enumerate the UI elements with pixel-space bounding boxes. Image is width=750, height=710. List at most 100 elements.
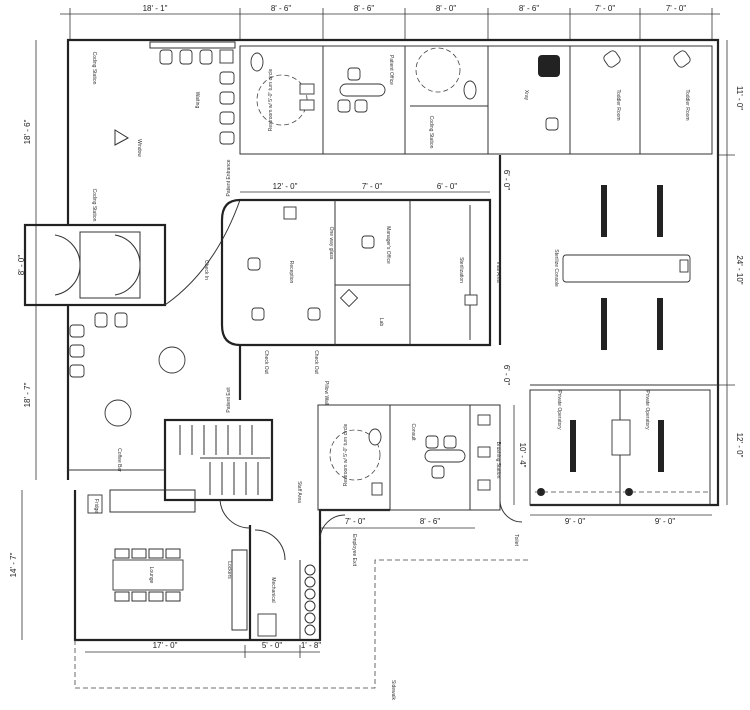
- room-label: Check In: [203, 260, 209, 280]
- top-dimensions: 18' - 1" 8' - 6" 8' - 6" 8' - 0" 8' - 6"…: [60, 4, 720, 40]
- sink-icon: [477, 446, 491, 458]
- chair-icon: [603, 50, 621, 68]
- room-label: Toddler Room: [615, 89, 621, 120]
- sink-icon: [477, 414, 491, 426]
- room-label: Lounge: [148, 567, 154, 584]
- dim-label: 24' - 10": [735, 255, 744, 284]
- dim-label: 9' - 0": [565, 517, 586, 526]
- dim-label: 8' - 6": [519, 4, 540, 13]
- chair-icon: [673, 50, 691, 68]
- dim-label: 6' - 0": [437, 182, 458, 191]
- middle-bottom-rooms: [68, 404, 501, 514]
- dim-label: 9' - 0": [655, 517, 676, 526]
- sink-icon: [299, 99, 315, 111]
- room-label: Check Out: [313, 350, 319, 374]
- reception-core: [220, 198, 492, 347]
- table-icon: [158, 346, 186, 374]
- room-label: Xray: [523, 90, 529, 101]
- room-label: Private Operatory: [644, 390, 650, 430]
- dim-label: 6' - 0": [502, 365, 511, 386]
- room-label: Lab: [378, 318, 384, 327]
- room-label: Patient Exit: [226, 387, 232, 413]
- chair-icon: [431, 465, 445, 479]
- room-label: Toddler Room: [684, 89, 690, 120]
- room-label: Staff Area: [296, 481, 302, 503]
- waiting-chairs: [69, 49, 235, 427]
- room-label: Lockers: [226, 561, 232, 579]
- dim-label: 8' - 0": [436, 4, 457, 13]
- room-label: Consult: [410, 424, 416, 442]
- vestibule: [54, 199, 241, 306]
- dim-label: 8' - 0": [17, 255, 26, 276]
- desk-icon: [339, 83, 386, 97]
- room-label: Fridge: [93, 499, 99, 513]
- dim-label: 8' - 6": [354, 4, 375, 13]
- dim-label: 10' - 4": [518, 443, 527, 468]
- dim-label: 17' - 0": [153, 641, 178, 650]
- xray-chair-icon: [538, 55, 560, 77]
- chair-icon: [247, 257, 261, 271]
- dim-label: 18' - 7": [23, 382, 32, 407]
- open-operatory: [529, 185, 718, 506]
- room-labels: Coding Station Waiting Window Coding Sta…: [91, 52, 690, 701]
- dim-label: 7' - 0": [666, 4, 687, 13]
- room-label: Employee Exit: [351, 534, 357, 567]
- room-label: Reception: [288, 261, 294, 284]
- room-label: Restroom w/ 5'-0" turn circle: [268, 69, 274, 132]
- chair-icon: [337, 99, 351, 113]
- room-label: Patient Office: [388, 55, 394, 85]
- room-label: Sterilization: [458, 257, 464, 283]
- dim-label: 7' - 0": [362, 182, 383, 191]
- chair-icon: [545, 117, 559, 131]
- fridge-icon: [87, 494, 103, 514]
- sink-icon: [371, 482, 383, 496]
- sterile-console: [562, 254, 691, 283]
- table-icon: [104, 399, 132, 427]
- lab-equipment-icon: [339, 288, 359, 308]
- room-label: Waiting: [194, 92, 200, 109]
- dim-label: 18' - 6": [23, 119, 32, 144]
- room-label: Coffee Bar: [116, 448, 122, 472]
- room-label: One way glass: [328, 227, 334, 260]
- dim-label: 14' - 7": [9, 552, 18, 577]
- room-label: Coding Station: [91, 189, 97, 222]
- dim-label: 11' - 0": [735, 86, 744, 110]
- room-label: Pillow Wall: [323, 381, 329, 405]
- room-label: Window: [136, 139, 142, 157]
- sink-icon: [477, 479, 491, 491]
- dim-label: 8' - 6": [271, 4, 292, 13]
- dim-label: 7' - 0": [595, 4, 616, 13]
- inner-dimensions: 12' - 0" 7' - 0" 6' - 0" 6' - 0" 6' - 0"…: [240, 170, 712, 529]
- room-label: Patient Entrance: [226, 159, 232, 196]
- dim-label: 7' - 0": [345, 517, 366, 526]
- desk-icon: [424, 449, 466, 463]
- room-label: Vital Area: [495, 261, 501, 283]
- room-label: Manager's Office: [385, 226, 391, 264]
- chair-icon: [307, 307, 321, 321]
- window-triangle-icon: [114, 129, 130, 146]
- chair-icon: [361, 235, 375, 249]
- bottom-dimensions: 17' - 0" 5' - 0" 1' - 8": [85, 641, 321, 658]
- left-dimensions: 18' - 6" 8' - 0" 18' - 7" 14' - 7": [9, 40, 68, 640]
- sink-icon: [299, 83, 315, 95]
- room-label: Coding Station: [428, 116, 434, 149]
- room-label: Private Operatory: [556, 390, 562, 430]
- water-heater-icon: [257, 613, 277, 637]
- room-label: Restroom w/ 5'-0" turn circle: [343, 424, 349, 487]
- dim-label: 1' - 8": [301, 641, 322, 650]
- toilet-icon: [368, 428, 382, 446]
- room-label: Check Out: [263, 350, 269, 374]
- chair-icon: [251, 307, 265, 321]
- lounge-table: [112, 559, 184, 591]
- chair-icon: [443, 435, 457, 449]
- room-label: Sidewalk: [390, 680, 396, 701]
- room-label: Toilet: [513, 534, 519, 546]
- chair-icon: [347, 67, 361, 81]
- chair-icon: [354, 99, 368, 113]
- right-dimensions: 11' - 0" 24' - 10" 12' - 0": [718, 40, 744, 505]
- room-label: Coding Station: [91, 52, 97, 85]
- dim-label: 8' - 6": [420, 517, 441, 526]
- dim-label: 6' - 0": [502, 170, 511, 191]
- printer-icon: [283, 206, 297, 220]
- dim-label: 18' - 1": [143, 4, 168, 13]
